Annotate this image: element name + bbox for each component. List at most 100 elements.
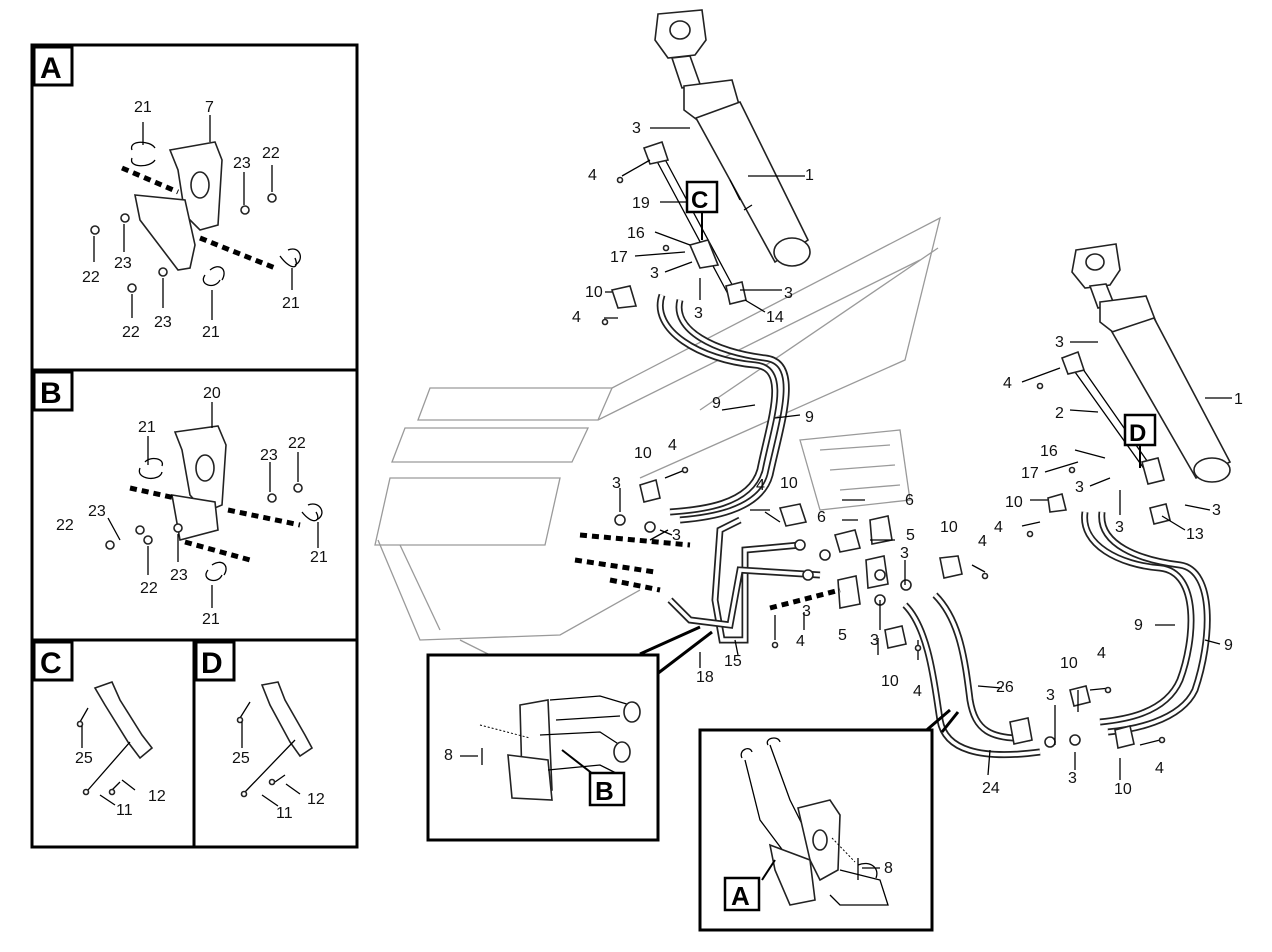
label-21: 21 xyxy=(134,99,152,116)
label-1: 1 xyxy=(1234,391,1243,408)
label-9: 9 xyxy=(1134,617,1143,634)
label-4: 4 xyxy=(1155,760,1164,777)
callout-d-letter: D xyxy=(1129,420,1146,447)
label-10: 10 xyxy=(634,445,652,462)
label-6: 6 xyxy=(817,509,826,526)
label-10: 10 xyxy=(1060,655,1078,672)
label-22: 22 xyxy=(82,269,100,286)
label-23: 23 xyxy=(114,255,132,272)
label-11: 11 xyxy=(116,802,133,819)
label-22: 22 xyxy=(122,324,140,341)
label-22: 22 xyxy=(262,145,280,162)
label-10: 10 xyxy=(585,284,603,301)
panel-a: A 21 7 23 22 22 23 22 23 21 21 xyxy=(32,45,301,341)
label-21: 21 xyxy=(310,549,328,566)
label-12: 12 xyxy=(148,788,166,805)
label-24: 24 xyxy=(982,780,1000,797)
label-4: 4 xyxy=(668,437,677,454)
right-hydraulic-cylinder: 3 4 1 2 16 17 3 3 10 4 3 13 xyxy=(994,243,1243,543)
label-22: 22 xyxy=(140,580,158,597)
center-labels: 9 9 10 4 3 3 4 10 6 6 5 3 10 4 5 3 3 4 1… xyxy=(612,395,1233,798)
label-3: 3 xyxy=(632,120,641,137)
callout-b-letter: B xyxy=(595,776,614,806)
label-8: 8 xyxy=(884,860,893,877)
label-14: 14 xyxy=(766,309,784,326)
label-5: 5 xyxy=(906,527,915,544)
label-9: 9 xyxy=(1224,637,1233,654)
label-10: 10 xyxy=(780,475,798,492)
label-20: 20 xyxy=(203,385,221,402)
label-3: 3 xyxy=(802,603,811,620)
callout-c: C xyxy=(685,180,719,240)
label-26: 26 xyxy=(996,679,1014,696)
label-10: 10 xyxy=(1114,781,1132,798)
inset-panels xyxy=(30,43,359,849)
hoses xyxy=(656,293,1211,759)
label-17: 17 xyxy=(610,249,628,266)
label-22: 22 xyxy=(288,435,306,452)
label-3: 3 xyxy=(612,475,621,492)
label-6: 6 xyxy=(905,492,914,509)
label-16: 16 xyxy=(1040,443,1058,460)
callout-a-letter: A xyxy=(731,881,750,911)
center-valve-and-fittings xyxy=(574,404,1221,780)
panel-b: B 20 21 23 22 23 22 22 23 21 21 xyxy=(32,370,328,628)
label-3: 3 xyxy=(1046,687,1055,704)
detail-a-box: 8 A xyxy=(698,708,960,932)
panel-b-letter: B xyxy=(40,377,62,410)
label-3: 3 xyxy=(1075,479,1084,496)
label-10: 10 xyxy=(1005,494,1023,511)
label-21: 21 xyxy=(202,611,220,628)
label-9: 9 xyxy=(805,409,814,426)
label-23: 23 xyxy=(260,447,278,464)
panel-c-letter: C xyxy=(40,647,62,680)
label-4: 4 xyxy=(1097,645,1106,662)
label-23: 23 xyxy=(88,503,106,520)
label-18: 18 xyxy=(696,669,714,686)
label-4: 4 xyxy=(588,167,597,184)
label-4: 4 xyxy=(756,477,765,494)
panel-d: D 25 11 12 xyxy=(194,640,325,822)
label-10: 10 xyxy=(881,673,899,690)
label-3: 3 xyxy=(694,305,703,322)
callout-d: D xyxy=(1123,413,1157,468)
label-3: 3 xyxy=(1055,334,1064,351)
label-9: 9 xyxy=(712,395,721,412)
callout-c-letter: C xyxy=(691,187,708,214)
label-5: 5 xyxy=(838,627,847,644)
label-3: 3 xyxy=(1212,502,1221,519)
label-15: 15 xyxy=(724,653,742,670)
label-22: 22 xyxy=(56,517,74,534)
label-4: 4 xyxy=(913,683,922,700)
label-3: 3 xyxy=(1068,770,1077,787)
panel-c: C 25 11 12 xyxy=(32,640,166,819)
label-16: 16 xyxy=(627,225,645,242)
label-4: 4 xyxy=(1003,375,1012,392)
label-3: 3 xyxy=(650,265,659,282)
label-2: 2 xyxy=(1055,405,1064,422)
label-23: 23 xyxy=(233,155,251,172)
panel-a-letter: A xyxy=(40,52,62,85)
label-3: 3 xyxy=(672,527,681,544)
label-4: 4 xyxy=(994,519,1003,536)
label-4: 4 xyxy=(796,633,805,650)
label-19: 19 xyxy=(632,195,650,212)
label-23: 23 xyxy=(154,314,172,331)
label-21: 21 xyxy=(282,295,300,312)
label-23: 23 xyxy=(170,567,188,584)
label-4: 4 xyxy=(572,309,581,326)
label-7: 7 xyxy=(205,99,214,116)
label-4: 4 xyxy=(978,533,987,550)
label-13: 13 xyxy=(1186,526,1204,543)
label-3: 3 xyxy=(870,632,879,649)
label-21: 21 xyxy=(202,324,220,341)
panel-d-letter: D xyxy=(201,647,223,680)
label-3: 3 xyxy=(900,545,909,562)
label-12: 12 xyxy=(307,791,325,808)
label-11: 11 xyxy=(276,805,293,822)
label-21: 21 xyxy=(138,419,156,436)
label-1: 1 xyxy=(805,167,814,184)
label-25: 25 xyxy=(232,750,250,767)
detail-b-box: 8 B xyxy=(426,625,713,842)
